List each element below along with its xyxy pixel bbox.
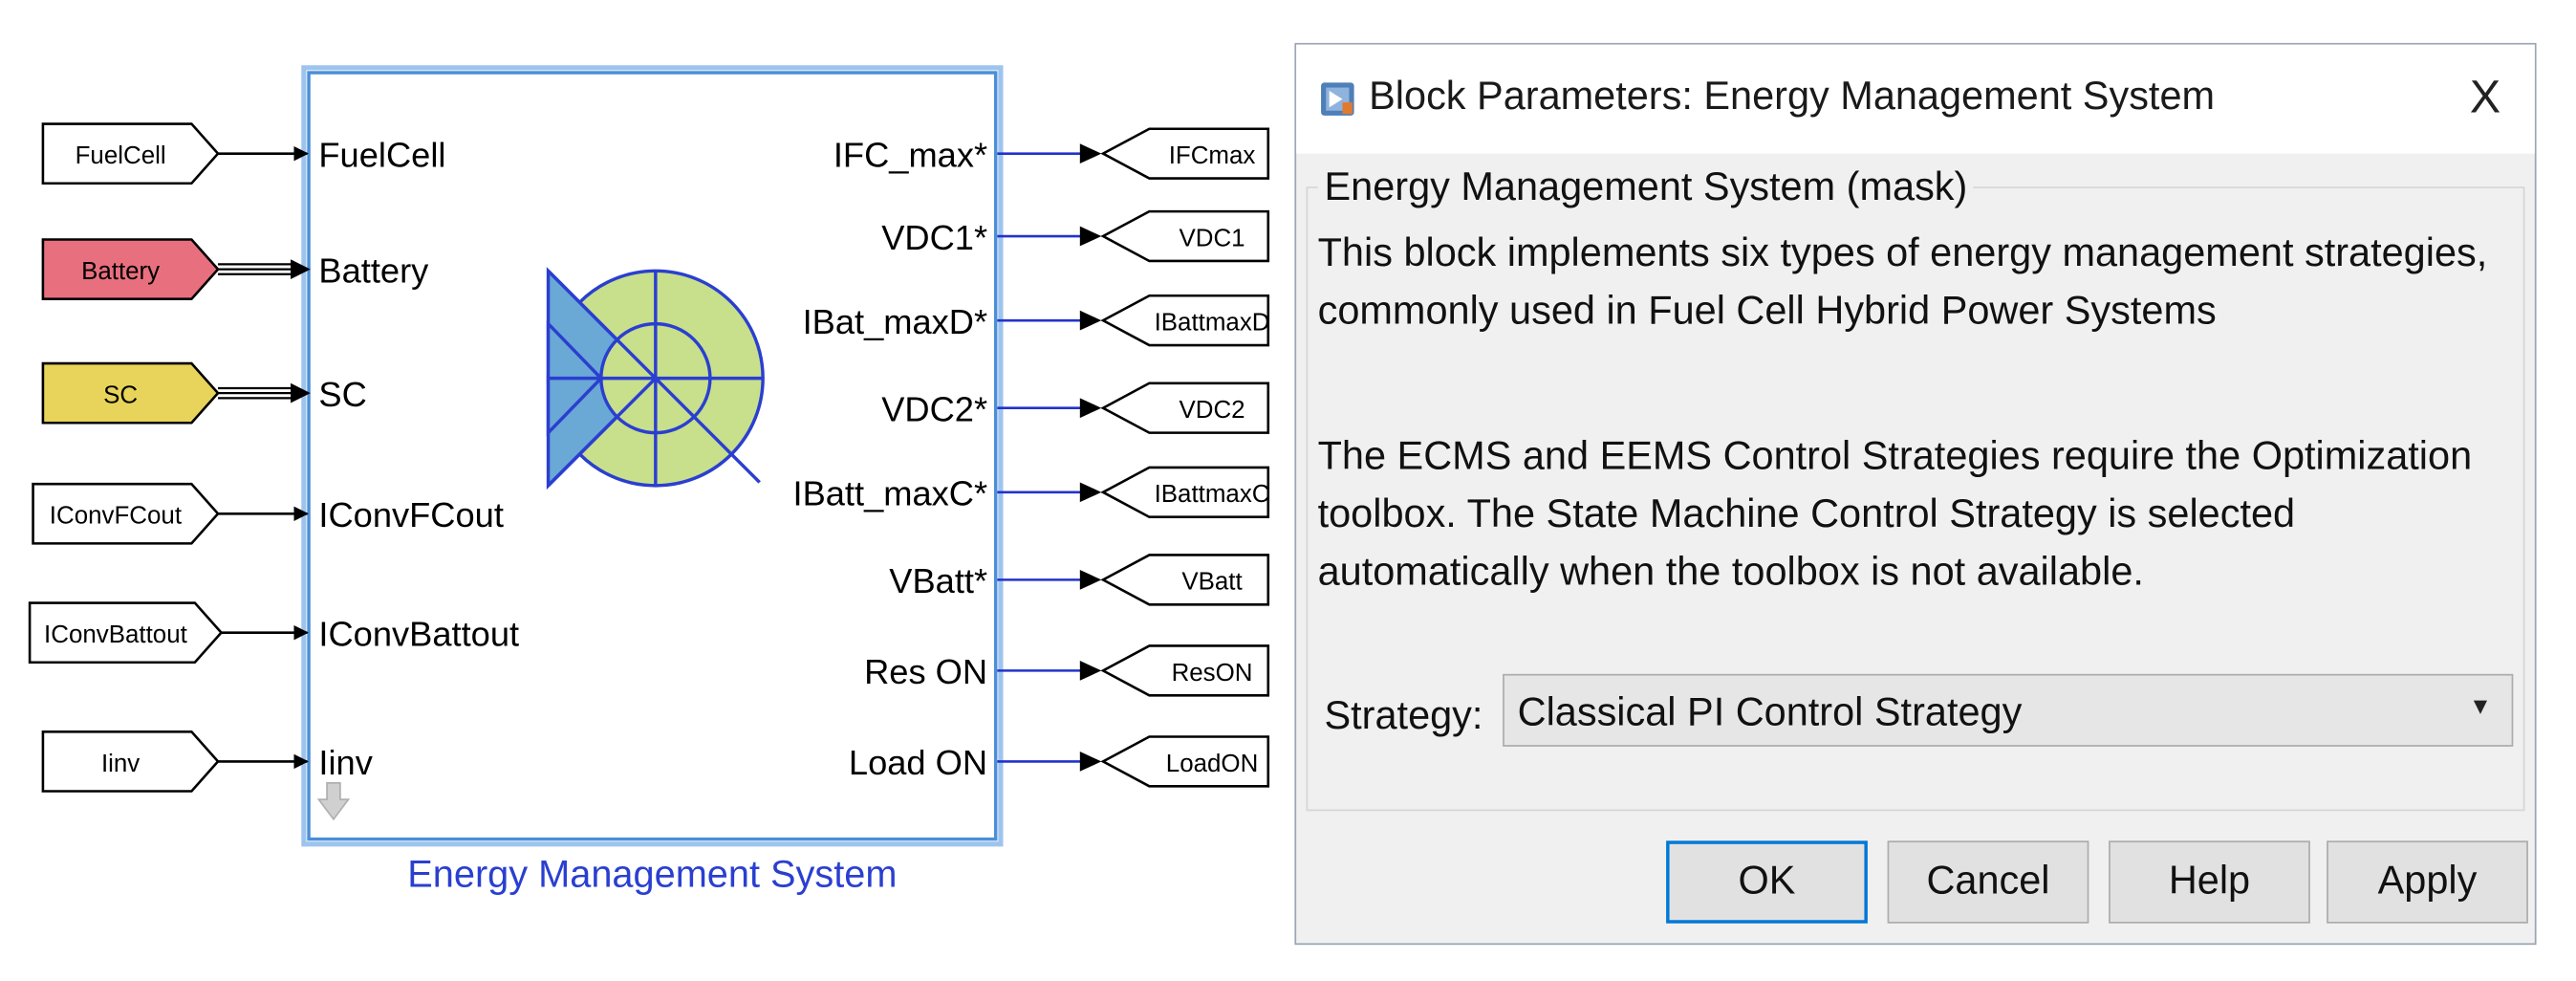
arrowhead: [1079, 143, 1102, 164]
port-label: Iinv: [318, 743, 373, 782]
input-sc[interactable]: SC SC: [41, 361, 367, 425]
description-text-2: The ECMS and EEMS Control Strategies req…: [1317, 434, 2473, 595]
output-vdc2[interactable]: VDC2* VDC2: [881, 382, 1270, 434]
energy-management-block[interactable]: [307, 71, 998, 841]
tag-label: VDC1: [1179, 225, 1245, 251]
from-tag-vdc2[interactable]: [1100, 382, 1270, 434]
output-vbatt[interactable]: VBatt* VBatt: [889, 554, 1270, 606]
ok-button[interactable]: OK: [1666, 840, 1868, 924]
simulink-block-icon: [1321, 82, 1354, 116]
chevron-down-icon: ▼: [2468, 691, 2492, 719]
goto-tag-sc[interactable]: [41, 361, 220, 425]
arrowhead: [1079, 310, 1102, 331]
from-tag-vdc1[interactable]: [1100, 209, 1270, 263]
block-parameters-dialog: Block Parameters: Energy Management Syst…: [1294, 42, 2537, 946]
port-label: IBat_maxD*: [803, 302, 988, 341]
arrowhead: [1079, 570, 1102, 590]
input-iconvfcout[interactable]: IConvFCout IConvFCout: [32, 482, 504, 545]
mask-label: Energy Management System (mask): [1317, 164, 1975, 212]
energy-management-glyph-icon: [546, 267, 765, 490]
tag-label: IBattmaxD: [1155, 310, 1270, 337]
cancel-button[interactable]: Cancel: [1887, 840, 2089, 924]
from-tag-vbatt[interactable]: [1100, 554, 1270, 606]
output-loadon[interactable]: Load ON LoadON: [849, 735, 1270, 788]
tag-label: Battery: [81, 258, 160, 285]
tag-label: LoadON: [1166, 751, 1259, 777]
tag-label: ResON: [1172, 660, 1253, 687]
tag-label: VDC2: [1179, 397, 1245, 424]
goto-tag-iinv[interactable]: [41, 730, 220, 793]
port-label: VDC2*: [881, 390, 987, 429]
port-label: VDC1*: [881, 218, 987, 257]
port-label: IFC_max*: [833, 135, 987, 174]
energy-management-block-outer[interactable]: [301, 65, 1004, 847]
arrowhead: [1079, 661, 1102, 681]
tag-label: IConvBattout: [44, 621, 188, 648]
input-fuelcell[interactable]: FuelCell FuelCell: [41, 122, 446, 185]
from-tag-reson[interactable]: [1100, 644, 1270, 697]
tag-label: VBatt: [1181, 569, 1243, 596]
goto-tag-iconvbattout[interactable]: [28, 601, 224, 665]
port-label: FuelCell: [318, 135, 445, 174]
arrowhead: [291, 259, 311, 279]
input-iconvbattout[interactable]: IConvBattout IConvBattout: [28, 601, 519, 665]
goto-tag-iconvfcout[interactable]: [32, 482, 220, 545]
arrowhead: [1079, 752, 1102, 772]
output-ibattmaxd[interactable]: IBat_maxD* IBattmaxD: [803, 294, 1270, 347]
dialog-title: Block Parameters: Energy Management Syst…: [1369, 74, 2216, 120]
tag-label: IBattmaxC: [1155, 481, 1270, 508]
port-label: IConvFCout: [318, 495, 504, 534]
apply-button[interactable]: Apply: [2327, 840, 2528, 924]
tag-label: FuelCell: [76, 142, 166, 169]
strategy-selected-value: Classical PI Control Strategy: [1517, 690, 2023, 735]
output-ifcmax[interactable]: IFC_max* IFCmax: [833, 127, 1270, 180]
port-label: Battery: [318, 251, 429, 290]
help-button[interactable]: Help: [2109, 840, 2310, 924]
close-icon[interactable]: X: [2469, 71, 2501, 122]
output-ibattmaxc[interactable]: IBatt_maxC* IBattmaxC: [793, 466, 1270, 519]
arrowhead: [1079, 226, 1102, 247]
from-tag-ibattmaxc[interactable]: [1100, 466, 1270, 519]
strategy-label: Strategy:: [1324, 693, 1483, 739]
port-label: IBatt_maxC*: [793, 474, 988, 513]
arrowhead: [1079, 398, 1102, 419]
from-tag-ibattmaxd[interactable]: [1100, 294, 1270, 347]
block-name-label[interactable]: Energy Management System: [407, 854, 897, 896]
description-text-1: This block implements six types of energ…: [1317, 230, 2488, 334]
tag-label: Iinv: [101, 751, 140, 777]
from-tag-loadon[interactable]: [1100, 735, 1270, 788]
input-battery[interactable]: Battery Battery: [41, 238, 429, 300]
port-label: IConvBattout: [318, 614, 519, 653]
arrowhead: [291, 382, 311, 403]
port-label: SC: [318, 375, 366, 414]
output-reson[interactable]: Res ON ResON: [864, 644, 1270, 697]
from-tag-ifcmax[interactable]: [1100, 127, 1270, 180]
tag-label: IFCmax: [1169, 142, 1256, 169]
strategy-dropdown[interactable]: Classical PI Control Strategy ▼: [1503, 673, 2514, 747]
goto-tag-fuelcell[interactable]: [41, 122, 220, 185]
mask-group: Energy Management System (mask) This blo…: [1306, 164, 2525, 812]
port-label: Res ON: [864, 652, 987, 691]
port-label: VBatt*: [889, 561, 987, 600]
goto-tag-battery[interactable]: [41, 238, 220, 300]
tag-label: SC: [103, 382, 138, 409]
port-label: Load ON: [849, 743, 987, 782]
down-arrow-icon: [316, 782, 351, 821]
dialog-title-bar[interactable]: Block Parameters: Energy Management Syst…: [1296, 44, 2535, 154]
arrowhead: [1079, 482, 1102, 503]
input-iinv[interactable]: Iinv Iinv: [41, 730, 374, 793]
output-vdc1[interactable]: VDC1* VDC1: [881, 209, 1270, 263]
tag-label: IConvFCout: [50, 503, 183, 530]
